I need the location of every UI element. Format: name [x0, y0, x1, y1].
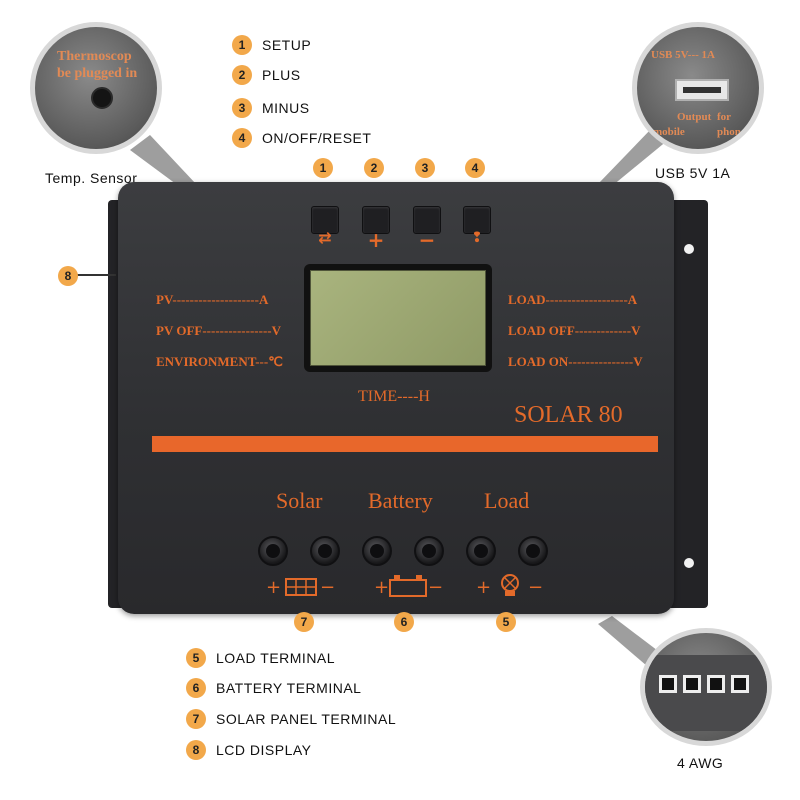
lamp-icon: + −	[476, 574, 543, 598]
usb-port-icon	[675, 79, 729, 101]
number-badge: 8	[58, 266, 78, 286]
number-badge: 5	[186, 648, 206, 668]
battery-icon: + −	[374, 575, 443, 598]
setup-button[interactable]	[311, 206, 339, 234]
svg-text:+: +	[266, 577, 281, 598]
bulb-icon: ❢	[471, 230, 483, 246]
terminal-screw[interactable]	[466, 536, 496, 566]
minus-button[interactable]	[413, 206, 441, 234]
time-label: TIME----H	[358, 388, 430, 405]
legend-item-solar-terminal: 7 SOLAR PANEL TERMINAL	[186, 709, 396, 729]
number-badge: 3	[415, 158, 435, 178]
legend-item-setup: 1 SETUP	[232, 35, 311, 55]
load-on-label: LOAD ON---------------V	[508, 354, 643, 369]
legend-label: ON/OFF/RESET	[262, 130, 372, 146]
number-badge: 1	[313, 158, 333, 178]
terminal-slot-icon	[683, 675, 701, 693]
legend-item-minus: 3 MINUS	[232, 98, 310, 118]
minus-icon: −	[418, 228, 436, 252]
temp-leader	[130, 135, 196, 187]
plus-icon: +	[367, 228, 385, 252]
svg-text:−: −	[428, 577, 443, 598]
swap-arrows-icon: ⇄	[318, 228, 332, 247]
load-off-label: LOAD OFF-------------V	[508, 323, 641, 338]
terminal-screw[interactable]	[414, 536, 444, 566]
awg-caption: 4 AWG	[677, 755, 724, 771]
usb-leader	[598, 128, 668, 186]
awg-zoom	[640, 628, 772, 746]
usb-zoom-for: for	[717, 111, 732, 123]
usb-zoom-output: Output	[677, 111, 712, 123]
svg-text:−: −	[320, 577, 335, 598]
usb-zoom-top: USB 5V--- 1A	[651, 49, 715, 61]
terminal-slot-icon	[659, 675, 677, 693]
terminal-screw[interactable]	[518, 536, 548, 566]
number-badge: 5	[496, 612, 516, 632]
legend-label: MINUS	[262, 100, 310, 116]
legend-label: PLUS	[262, 67, 301, 83]
number-badge: 2	[232, 65, 252, 85]
solar-controller: 1 2 3 4 ⇄ + − ❢ PV--------------------A …	[118, 158, 674, 632]
solar-panel-icon: + −	[266, 577, 335, 598]
environment-label: ENVIRONMENT---℃	[156, 354, 283, 369]
plus-button[interactable]	[362, 206, 390, 234]
number-badge: 8	[186, 740, 206, 760]
legend-label: BATTERY TERMINAL	[216, 680, 362, 696]
terminal-screw[interactable]	[362, 536, 392, 566]
number-badge: 2	[364, 158, 384, 178]
terminal-label-load: Load	[484, 488, 530, 513]
usb-zoom: USB 5V--- 1A Output mobile for phon	[632, 22, 764, 154]
number-badge: 4	[232, 128, 252, 148]
terminal-screw[interactable]	[258, 536, 288, 566]
legend-item-battery-terminal: 6 BATTERY TERMINAL	[186, 678, 361, 698]
temp-sensor-zoom: Thermoscop be plugged in	[30, 22, 162, 154]
terminal-slot-icon	[707, 675, 725, 693]
load-current-label: LOAD-------------------A	[508, 292, 638, 307]
terminal-screw[interactable]	[310, 536, 340, 566]
legend-item-lcd-display: 8 LCD DISPLAY	[186, 740, 312, 760]
legend-label: LCD DISPLAY	[216, 742, 312, 758]
number-badge: 4	[465, 158, 485, 178]
lcd-callout-line	[76, 274, 116, 276]
legend-item-reset: 4 ON/OFF/RESET	[232, 128, 371, 148]
usb-caption: USB 5V 1A	[655, 165, 731, 181]
terminal-label-battery: Battery	[368, 488, 433, 513]
legend-item-plus: 2 PLUS	[232, 65, 301, 85]
svg-text:+: +	[476, 577, 491, 598]
legend-item-load-terminal: 5 LOAD TERMINAL	[186, 648, 335, 668]
legend-label: LOAD TERMINAL	[216, 650, 336, 666]
number-badge: 3	[232, 98, 252, 118]
reset-button[interactable]	[463, 206, 491, 234]
terminal-slot-icon	[731, 675, 749, 693]
number-badge: 1	[232, 35, 252, 55]
number-badge: 6	[186, 678, 206, 698]
pv-current-label: PV--------------------A	[156, 292, 269, 307]
number-badge: 7	[294, 612, 314, 632]
svg-text:−: −	[528, 577, 543, 598]
number-badge: 7	[186, 709, 206, 729]
legend-label: SOLAR PANEL TERMINAL	[216, 711, 397, 727]
number-badge: 6	[394, 612, 414, 632]
accent-stripe	[152, 436, 658, 452]
pv-off-label: PV OFF----------------V	[156, 323, 281, 338]
lcd-display	[304, 264, 492, 372]
legend-label: SETUP	[262, 37, 312, 53]
sensor-jack-icon	[91, 87, 113, 109]
usb-zoom-mobile: mobile	[653, 126, 685, 138]
usb-zoom-phone: phon	[717, 126, 741, 138]
svg-text:+: +	[374, 577, 389, 598]
model-name: SOLAR 80	[514, 402, 623, 428]
zoom-text-line2: be plugged in	[57, 66, 138, 81]
zoom-text-line1: Thermoscop	[57, 49, 132, 64]
temp-sensor-caption: Temp. Sensor	[45, 170, 138, 186]
terminal-label-solar: Solar	[276, 488, 323, 513]
